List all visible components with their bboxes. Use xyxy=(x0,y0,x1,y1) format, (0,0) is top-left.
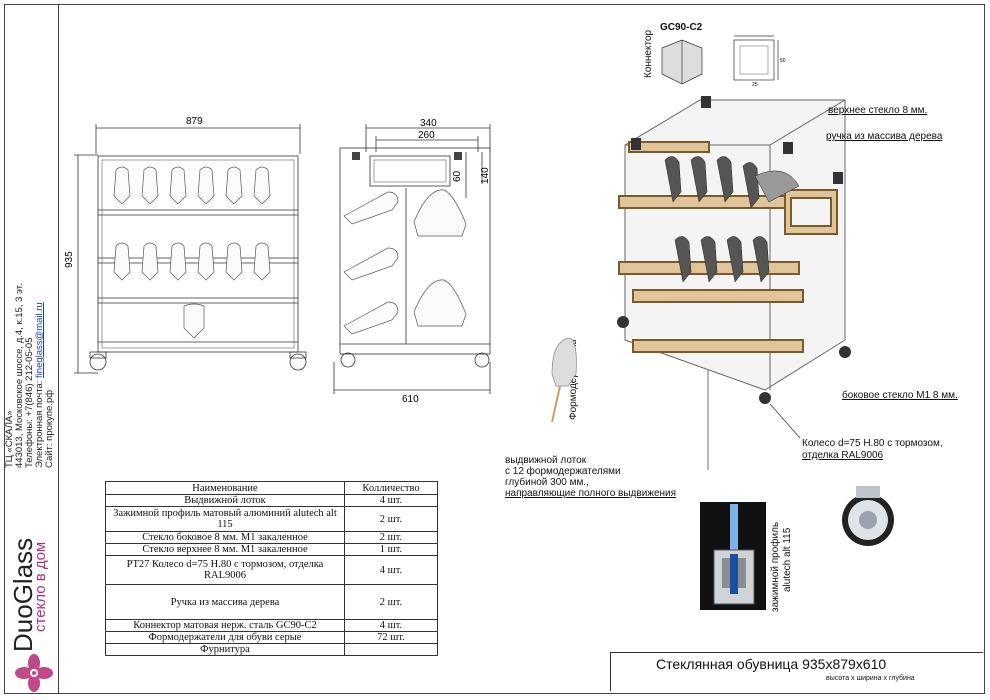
dim-879: 879 xyxy=(186,116,203,127)
connector-drawing: 50 50 25 xyxy=(661,34,786,88)
connector-dim-50a: 50 xyxy=(748,34,754,35)
dim-610: 610 xyxy=(402,394,419,405)
spec-qty: 72 шт. xyxy=(344,631,438,644)
callout-wood-handle: ручка из массива дерева xyxy=(826,131,943,142)
callout-tray-line3: глубиной 300 мм., xyxy=(505,477,589,488)
spec-qty: 1 шт. xyxy=(344,543,438,556)
connector-code: GC90-C2 xyxy=(660,22,703,33)
profile-label-line1: зажимной профиль xyxy=(770,521,781,612)
spec-qty: 2 шт. xyxy=(344,506,438,532)
spec-name: Формодержатели для обуви серые xyxy=(105,631,345,644)
spec-name: Коннектор матовая нерж. сталь GC90-C2 xyxy=(105,619,345,632)
table-row: PT27 Колесо d=75 H.80 с тормозом, отделк… xyxy=(105,555,438,585)
dim-140: 140 xyxy=(480,167,491,184)
spec-qty xyxy=(344,643,438,656)
side-view-drawing: 340 260 60 140 610 xyxy=(333,118,491,405)
drawing-subtitle: высота х ширина х глубина xyxy=(826,675,915,682)
spec-qty: 4 шт. xyxy=(344,494,438,507)
contact-line-5: Сайт: прокупе.рф xyxy=(44,389,55,468)
callout-tray-line1: выдвижной лоток xyxy=(505,455,587,466)
dim-935: 935 xyxy=(64,251,75,268)
table-row: Зажимной профиль матовый алюминий alutec… xyxy=(105,506,438,532)
email-link[interactable]: fineglass@mail.ru xyxy=(34,302,45,378)
dim-60: 60 xyxy=(452,170,463,182)
callout-top-glass: верхнее стекло 8 мм. xyxy=(828,105,928,116)
spec-header-name: Наименование xyxy=(105,481,345,495)
spec-name: Выдвижной лоток xyxy=(105,494,345,507)
table-row: Фурнитура xyxy=(105,643,438,656)
spec-name: Стекло боковое 8 мм. М1 закаленное xyxy=(105,531,345,544)
callout-wheel-line2: отделка RAL9006 xyxy=(802,450,884,461)
drawing-frame xyxy=(58,4,985,694)
callout-side-glass: боковое стекло М1 8 мм. xyxy=(842,390,958,401)
spec-table: Наименование Колличество Выдвижной лоток… xyxy=(105,481,438,656)
brand-tagline: стекло в дом xyxy=(32,541,49,632)
connector-dim-25: 25 xyxy=(752,82,758,88)
orchid-logo-icon xyxy=(15,654,53,692)
dim-340: 340 xyxy=(420,118,437,129)
spec-name: PT27 Колесо d=75 H.80 с тормозом, отделк… xyxy=(105,555,345,585)
spec-name: Ручка из массива дерева xyxy=(105,584,345,620)
callout-leader-lines xyxy=(707,370,801,470)
spec-qty: 4 шт. xyxy=(344,555,438,585)
spec-header-qty: Колличество xyxy=(344,481,438,495)
drawing-title: Стеклянная обувница 935x879x610 xyxy=(656,656,887,672)
profile-label-line2: alutech alt 115 xyxy=(782,527,793,592)
dim-260: 260 xyxy=(418,130,435,141)
callout-tray-line2: с 12 формодержателями xyxy=(505,466,621,477)
clamp-profile-drawing xyxy=(700,502,766,610)
spec-name: Зажимной профиль матовый алюминий alutec… xyxy=(105,506,345,532)
spec-qty: 4 шт. xyxy=(344,619,438,632)
sidebar xyxy=(4,4,58,694)
wheel-icon xyxy=(842,486,894,546)
shoe-holder-drawing xyxy=(551,337,577,423)
callout-tray-line4: направляющие полного выдвижения xyxy=(505,488,677,499)
spec-name: Стекло верхнее 8 мм. М1 закаленное xyxy=(105,543,345,556)
spec-name: Фурнитура xyxy=(105,643,345,656)
title-block xyxy=(610,652,983,691)
isometric-view-drawing xyxy=(617,96,851,404)
spec-qty: 2 шт. xyxy=(344,584,438,620)
spec-qty: 2 шт. xyxy=(344,531,438,544)
connector-dim-50b: 50 xyxy=(780,58,786,64)
front-view-drawing: 879 935 xyxy=(64,116,307,374)
callout-wheel-line1: Колесо d=75 H.80 с тормозом, xyxy=(802,438,943,449)
